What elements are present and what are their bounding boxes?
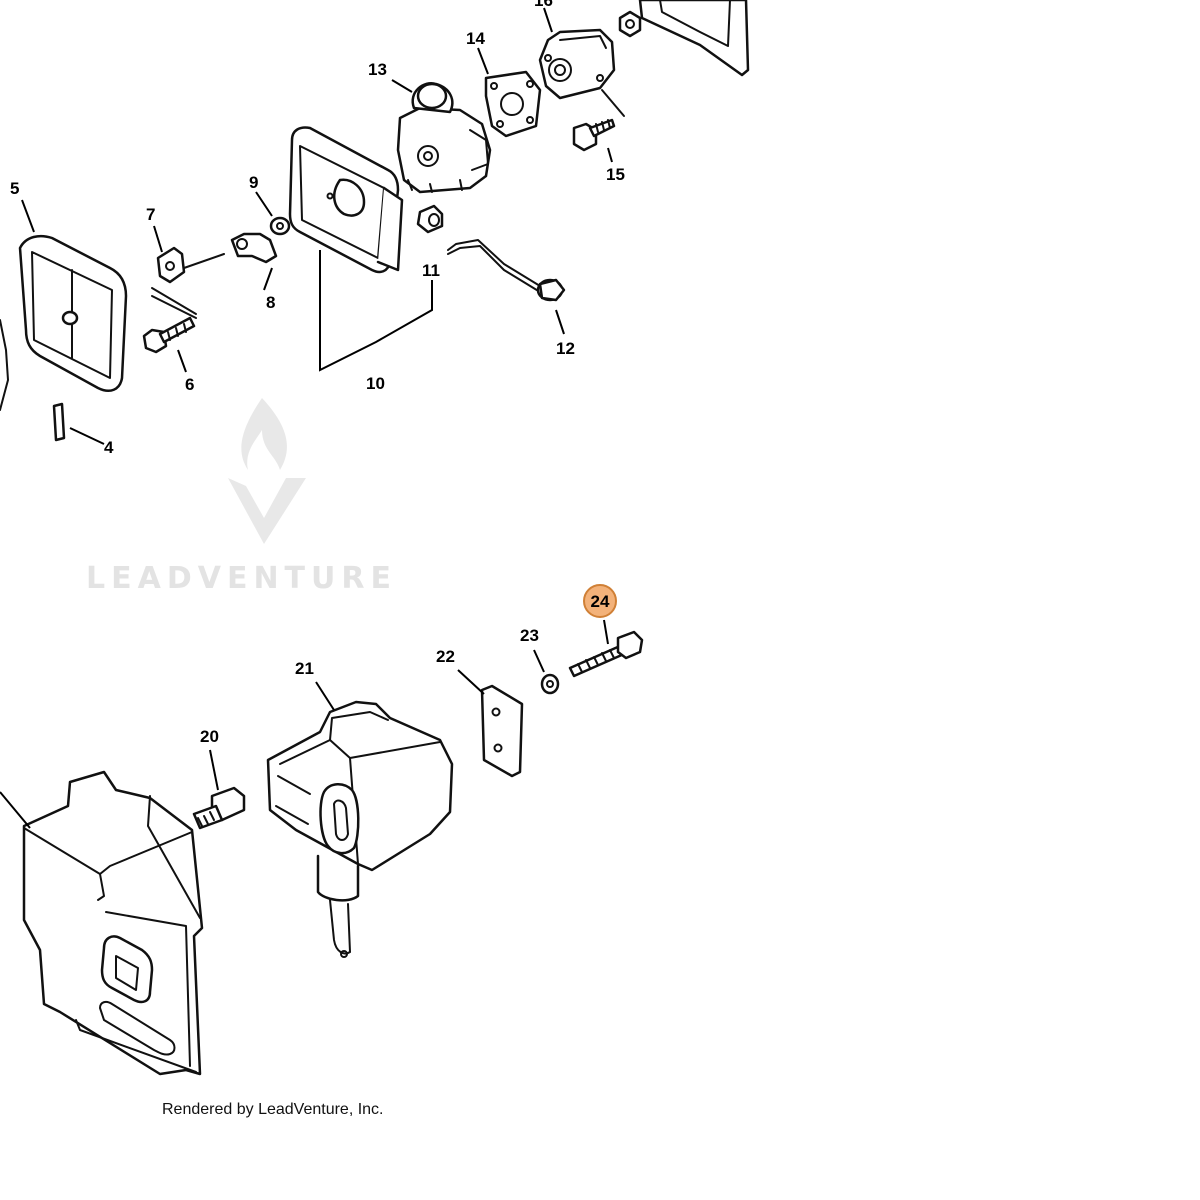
- watermark-text: LEADVENTURE: [86, 561, 397, 596]
- part-24-bolt[interactable]: [568, 630, 644, 678]
- part-15-bolt[interactable]: [572, 89, 625, 152]
- part-6-screw[interactable]: [142, 316, 196, 354]
- bottom-leader-lines: [209, 619, 609, 791]
- callout-22[interactable]: 22: [436, 647, 455, 666]
- part-23-washer[interactable]: [540, 673, 560, 695]
- footer-credit: Rendered by LeadVenture, Inc.: [162, 1101, 384, 1118]
- callout-5[interactable]: 5: [10, 179, 19, 198]
- callout-16[interactable]: 16: [534, 0, 553, 10]
- part-21-muffler[interactable]: [266, 700, 454, 958]
- part-13-carburetor[interactable]: [396, 81, 492, 194]
- watermark-logo-icon: [228, 398, 306, 544]
- callout-7[interactable]: 7: [146, 205, 155, 224]
- part-8-choke-plate[interactable]: [230, 232, 278, 264]
- part-19-shroud[interactable]: [22, 770, 204, 1076]
- callout-12[interactable]: 12: [556, 339, 575, 358]
- callout-21[interactable]: 21: [295, 659, 314, 678]
- left-edge-fragment: [0, 319, 9, 411]
- callout-11[interactable]: 11: [422, 261, 440, 280]
- callout-14[interactable]: 14: [466, 29, 485, 48]
- part-16-flange[interactable]: [538, 28, 616, 100]
- callout-23[interactable]: 23: [520, 626, 539, 645]
- part-5-air-filter[interactable]: [18, 234, 128, 392]
- part-14-gasket[interactable]: [484, 70, 542, 138]
- part-12-choke-rod[interactable]: [447, 239, 566, 302]
- part-11-grommet[interactable]: [416, 204, 444, 234]
- callout-20[interactable]: 20: [200, 727, 219, 746]
- bracket-10-leader: [319, 250, 433, 372]
- top-leader-lines: [21, 7, 613, 445]
- part-7-lever[interactable]: [151, 246, 225, 319]
- callout-24-highlighted[interactable]: 24: [583, 584, 617, 618]
- callout-4[interactable]: 4: [104, 438, 114, 457]
- callout-9[interactable]: 9: [249, 173, 258, 192]
- callout-10[interactable]: 10: [366, 374, 385, 393]
- callout-24[interactable]: 24: [591, 592, 610, 611]
- part-22-plate[interactable]: [480, 684, 524, 778]
- part-9-washer[interactable]: [269, 216, 291, 236]
- part-4-label-tag[interactable]: [52, 402, 66, 442]
- leader-19: [0, 791, 31, 829]
- part-20-screw[interactable]: [192, 786, 246, 830]
- callout-13[interactable]: 13: [368, 60, 387, 79]
- callout-8[interactable]: 8: [266, 293, 275, 312]
- part-10-air-filter-housing[interactable]: [288, 126, 404, 274]
- callout-6[interactable]: 6: [185, 375, 194, 394]
- callout-15[interactable]: 15: [606, 165, 625, 184]
- part-16-fragment[interactable]: [618, 0, 750, 77]
